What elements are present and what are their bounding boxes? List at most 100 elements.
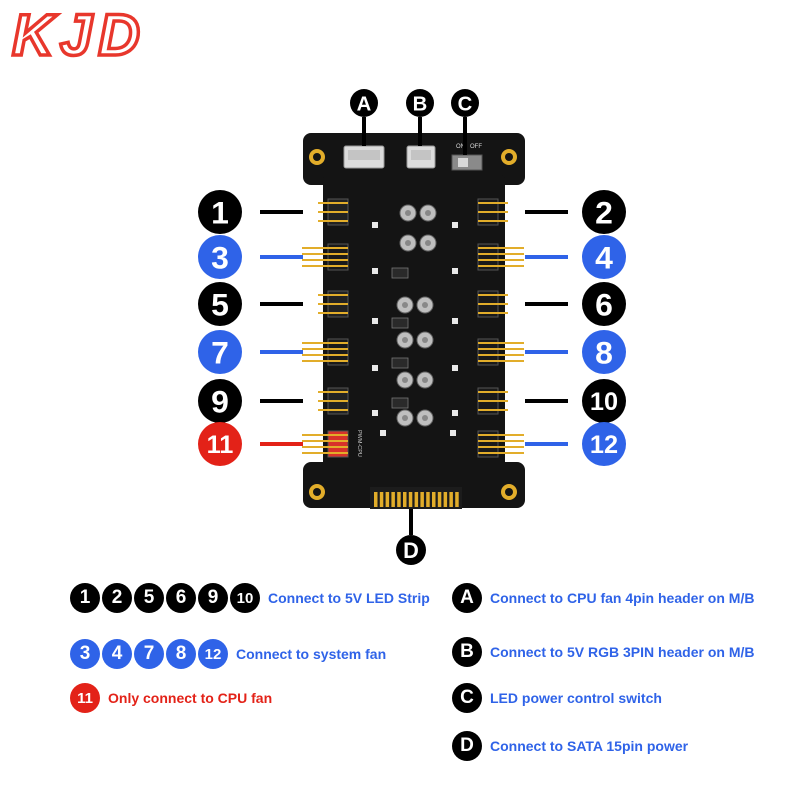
ic-chip xyxy=(391,317,409,329)
port-4-badge-circle xyxy=(582,235,626,279)
capacitor-top xyxy=(422,377,428,383)
port-8-badge-label: 8 xyxy=(595,334,613,370)
callout-c-label: C xyxy=(458,93,473,115)
led-chip xyxy=(450,430,456,436)
sata-pin xyxy=(391,492,395,507)
led-chip xyxy=(372,410,378,416)
capacitor-top xyxy=(422,302,428,308)
capacitor-top xyxy=(402,302,408,308)
port-1-badge-circle xyxy=(198,190,242,234)
sata-pin xyxy=(408,492,413,507)
legend-port-3: 3 xyxy=(70,639,100,669)
sata-pin xyxy=(379,492,384,507)
legend-port-10: 10 xyxy=(230,583,260,613)
callout-b: B xyxy=(406,89,434,117)
callout-b-label: B xyxy=(413,93,428,115)
port-8-header xyxy=(477,338,499,366)
port-8-badge-circle xyxy=(582,330,626,374)
legend-b-badge: B xyxy=(452,637,482,667)
port-4-badge-label: 4 xyxy=(595,239,613,275)
port-10-badge-circle xyxy=(582,379,626,423)
switch-on-label: ON xyxy=(456,144,465,150)
led-chip xyxy=(372,365,378,371)
port-7-header xyxy=(327,338,349,366)
legend-port-1: 1 xyxy=(70,583,100,613)
legend-a-badge: A xyxy=(452,583,482,613)
port-6-badge-circle xyxy=(582,282,626,326)
capacitor-top xyxy=(402,377,408,383)
legend-port-12: 12 xyxy=(198,639,228,669)
legend-port-2: 2 xyxy=(102,583,132,613)
port-7-badge-label: 7 xyxy=(211,334,229,370)
port-11-badge-circle xyxy=(198,422,242,466)
ic-chip xyxy=(391,397,409,409)
legend-c-text: LED power control switch xyxy=(490,690,662,706)
port-10-badge: 10 xyxy=(582,379,626,423)
port-5-badge: 5 xyxy=(198,282,242,326)
brand-logo: KJD xyxy=(10,1,146,70)
board-components xyxy=(372,204,458,436)
port-2-badge: 2 xyxy=(582,190,626,234)
port-11-header xyxy=(327,430,349,458)
callout-c-circle xyxy=(451,89,479,117)
legend-port-5: 5 xyxy=(134,583,164,613)
sata-pin xyxy=(403,492,407,507)
legend-b: B Connect to 5V RGB 3PIN header on M/B xyxy=(452,637,754,667)
led-chip xyxy=(452,268,458,274)
legend-port-8: 8 xyxy=(166,639,196,669)
port-3-badge-circle xyxy=(198,235,242,279)
port-4-header xyxy=(477,243,499,271)
legend-cpu-circles: 11 xyxy=(70,683,102,713)
capacitor-top xyxy=(425,240,431,246)
port-12-badge: 12 xyxy=(582,422,626,466)
cpu-port-label: PWM-CPU xyxy=(356,430,362,457)
led-chip xyxy=(452,365,458,371)
capacitor-top xyxy=(405,240,411,246)
capacitor-top xyxy=(405,210,411,216)
legend-d-badge: D xyxy=(452,731,482,761)
ic-chip xyxy=(391,267,409,279)
callout-d-circle xyxy=(396,535,426,565)
sata-pin xyxy=(455,492,459,507)
sata-pin xyxy=(420,492,424,507)
right-connectors xyxy=(477,198,524,458)
sata-pins xyxy=(374,492,459,507)
board-bottom-ear xyxy=(303,462,525,508)
sata-pin xyxy=(437,492,442,507)
port-3-badge: 3 xyxy=(198,235,242,279)
left-connectors xyxy=(302,198,349,458)
port-6-badge: 6 xyxy=(582,282,626,326)
led-chip xyxy=(452,318,458,324)
capacitor-top xyxy=(402,415,408,421)
logo-text: KJD xyxy=(12,3,146,68)
capacitor-top xyxy=(422,337,428,343)
legend-port-6: 6 xyxy=(166,583,196,613)
board-body xyxy=(323,175,505,485)
sata-pin xyxy=(374,492,378,507)
led-chip xyxy=(452,410,458,416)
legend-d: D Connect to SATA 15pin power xyxy=(452,731,688,761)
callout-d-label: D xyxy=(403,538,419,563)
sata-pin xyxy=(426,492,430,507)
capacitor-top xyxy=(422,415,428,421)
sata-pin xyxy=(449,492,453,507)
legend-port-7: 7 xyxy=(134,639,164,669)
led-chip xyxy=(372,222,378,228)
legend-c-badge: C xyxy=(452,683,482,713)
callout-c: C xyxy=(451,89,479,117)
port-5-badge-circle xyxy=(198,282,242,326)
callout-d: D xyxy=(396,535,426,565)
sata-pin xyxy=(443,492,448,507)
port-7-badge-circle xyxy=(198,330,242,374)
legend-a-text: Connect to CPU fan 4pin header on M/B xyxy=(490,590,755,606)
port-6-badge-label: 6 xyxy=(595,286,613,322)
led-chip xyxy=(372,268,378,274)
fan-hub-board: ON OFF PWM-CPU xyxy=(302,133,525,509)
